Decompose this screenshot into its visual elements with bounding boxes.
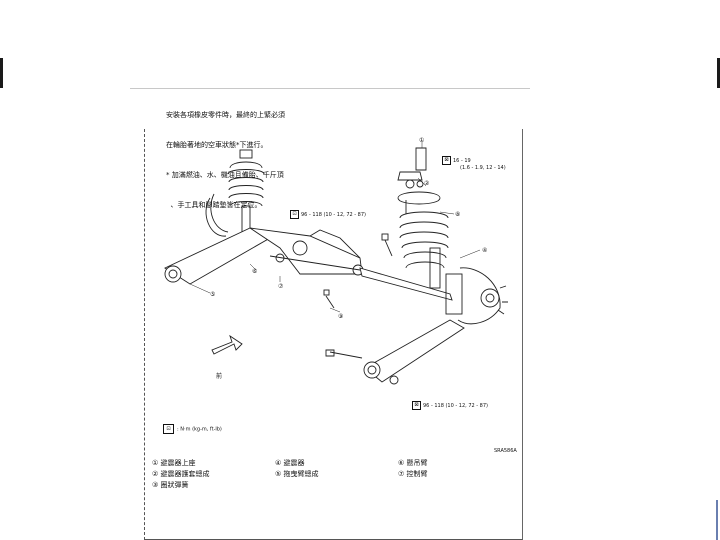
note-line-4: 、手工具和腳踏墊皆在定位。 — [166, 201, 262, 209]
left-spring-assembly — [205, 149, 265, 237]
torque-box-icon: ⊡ — [290, 210, 299, 219]
callout-1: ① — [419, 137, 424, 144]
callout-2: ② — [424, 180, 430, 187]
note-line-1: 安裝各項橡皮零件時，最終的上緊必須 — [166, 111, 285, 119]
right-trailing-arm — [325, 319, 465, 383]
torque-spec-bottom: ⊠96 - 118 (10 - 12, 72 - 87) — [412, 401, 488, 410]
scanned-page: 安裝各項橡皮零件時，最終的上緊必須 在輪胎著地的空車狀態*下進行。 * 加滿燃油… — [130, 88, 530, 540]
torque-legend: ⊡: N·m (kg-m, ft-lb) — [163, 424, 222, 434]
callout-5: ⑤ — [210, 291, 215, 298]
part-item: ③ 圈狀彈簧 — [152, 481, 189, 489]
callout-9: ⑨ — [338, 313, 343, 320]
right-spring-assembly — [397, 147, 463, 315]
page-top-rule — [130, 88, 530, 89]
front-arrow-icon — [211, 334, 243, 355]
installation-note: 安裝各項橡皮零件時，最終的上緊必須 在輪胎著地的空車狀態*下進行。 * 加滿燃油… — [166, 90, 285, 230]
torque-spec-top-sub: (1.6 - 1.9, 12 - 14) — [460, 165, 506, 171]
callout-4: ④ — [482, 247, 487, 254]
figure-code: SRA586A — [494, 448, 517, 454]
part-item: ② 避震器護套總成 — [152, 470, 210, 478]
part-item: ⑥ 懸吊臂 — [398, 459, 428, 467]
part-item: ④ 避震器 — [275, 459, 305, 467]
torque-nut-icon: ⊠ — [412, 401, 421, 410]
suspension-diagram: ① ② ⑧ ④ ⑤ ⑥ ⑦ ⑨ 前 — [164, 137, 508, 385]
left-trailing-arm — [164, 227, 271, 285]
right-edge-artifact — [717, 58, 720, 88]
part-item: ① 避震器上座 — [152, 459, 196, 467]
parts-list-col-1: ① 避震器上座 ② 避震器護套總成 ③ 圈狀彈簧 — [152, 458, 210, 491]
parts-list-col-3: ⑥ 懸吊臂 ⑦ 控制臂 — [398, 458, 428, 480]
part-item: ⑦ 控制臂 — [398, 470, 428, 478]
torque-nut-icon: ⊠ — [442, 156, 451, 165]
torque-spec-top: ⊠16 - 19 — [442, 156, 471, 165]
right-knuckle — [457, 267, 508, 325]
note-line-3: * 加滿燃油、水、機油且備胎、千斤頂 — [166, 171, 284, 179]
part-item: ⑤ 拖曳臂總成 — [275, 470, 319, 478]
front-label: 前 — [216, 372, 222, 380]
torque-spec-middle: ⊡96 - 118 (10 - 12, 72 - 87) — [290, 210, 366, 219]
left-edge-artifact — [0, 58, 3, 88]
callout-8: ⑧ — [455, 211, 460, 218]
note-line-2: 在輪胎著地的空車狀態*下進行。 — [166, 141, 268, 149]
torque-box-icon: ⊡ — [163, 424, 174, 434]
leader-lines — [189, 142, 481, 313]
right-scroll-artifact — [716, 500, 718, 540]
callout-6: ⑥ — [252, 268, 257, 275]
control-arm — [249, 227, 364, 276]
callout-7: ⑦ — [278, 283, 284, 290]
loose-bolts — [323, 180, 424, 385]
lateral-link — [269, 255, 453, 301]
parts-list-col-2: ④ 避震器 ⑤ 拖曳臂總成 — [275, 458, 319, 480]
